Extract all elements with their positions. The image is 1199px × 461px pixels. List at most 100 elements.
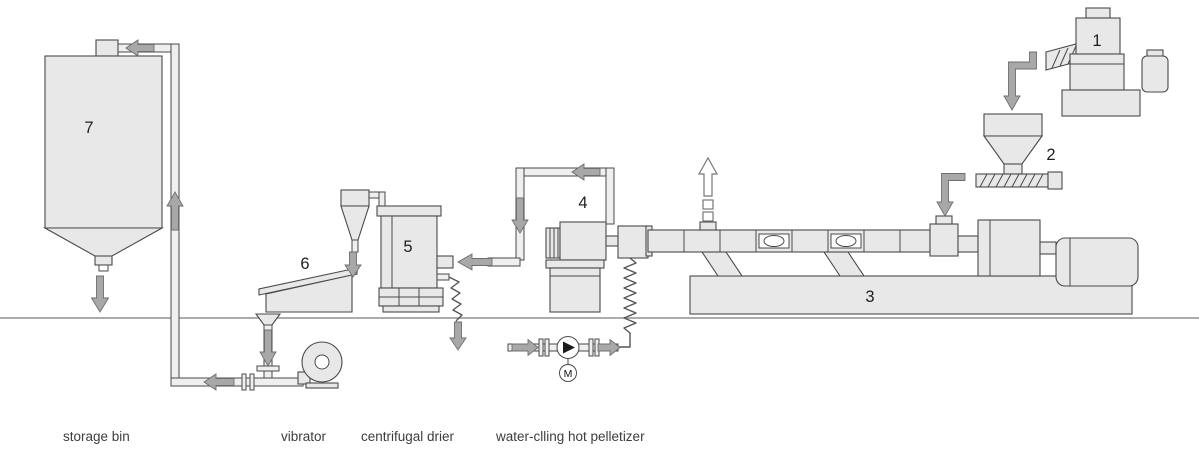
vent-stack-dash — [702, 211, 714, 222]
drop-funnel — [254, 313, 282, 326]
barrel-segments — [683, 230, 901, 252]
pelletizer-shaft — [605, 235, 619, 247]
vent-nub — [699, 221, 717, 231]
blower-foot — [305, 382, 339, 389]
hopper-feed-arrow — [1003, 51, 1037, 111]
drier-drain-hose — [448, 276, 463, 322]
pelletizer-stand-top — [545, 259, 605, 269]
number-storage-bin: 7 — [84, 119, 93, 137]
number-extruder: 3 — [865, 288, 874, 306]
caption-centrifugal-drier: centrifugal drier — [361, 429, 455, 444]
mixer-body — [1069, 53, 1125, 91]
mixer — [1045, 7, 1169, 117]
drier-foot — [382, 305, 440, 313]
vent-up-arrow — [697, 156, 719, 197]
vibrator-drop-arrow — [259, 329, 277, 367]
screw-feeder — [975, 171, 1063, 190]
flow-arrows — [90, 39, 1037, 391]
pelletizer — [545, 221, 649, 313]
caption-vibrator: vibrator — [281, 429, 327, 444]
feed-section — [929, 223, 959, 257]
drive-motor — [1055, 237, 1139, 287]
duct-drop — [378, 191, 386, 208]
cyclone-duct — [368, 191, 386, 208]
conveying-arrow-left-top — [125, 39, 155, 57]
cyclone-discharge-arrow — [344, 251, 362, 278]
number-vibrator: 6 — [300, 255, 309, 273]
blower — [297, 341, 343, 389]
pump-impeller-icon — [563, 341, 575, 354]
feed-port — [935, 215, 953, 225]
blower-hub — [314, 354, 330, 370]
vent-stack-dash — [702, 199, 714, 210]
pump-flange — [544, 338, 550, 357]
number-drier: 5 — [403, 238, 412, 256]
pelletizer-fin-lines — [549, 228, 559, 258]
screw-hatch — [979, 173, 1044, 188]
slurry-arrow-down — [511, 197, 529, 234]
pipe-flange — [241, 373, 247, 391]
coupling — [1039, 241, 1057, 255]
slurry-lower-run — [487, 257, 521, 267]
caption-storage-bin: storage bin — [63, 429, 130, 444]
extruder-feed-arrow — [936, 173, 966, 217]
pump-inlet-arrow — [511, 338, 539, 357]
hopper-neck — [1003, 163, 1023, 175]
cyclone-outlet — [351, 239, 359, 253]
component-numbers: 7 6 5 4 3 2 1 — [84, 32, 1101, 306]
bin-outlet-valve — [98, 264, 109, 272]
barrel-support — [822, 251, 866, 277]
cooling-water-pump: M — [507, 336, 619, 382]
gearbox — [977, 219, 1041, 277]
pipe-bottom-run — [170, 377, 304, 387]
drier-drain-arrow — [449, 321, 467, 351]
barrel-support — [700, 251, 744, 277]
silo-discharge-arrow — [90, 275, 110, 313]
pump-flange — [538, 338, 544, 357]
drier-inlet-stub — [436, 255, 454, 269]
vent-port — [835, 235, 857, 247]
drier-body — [380, 215, 438, 289]
mixer-head — [1075, 17, 1121, 55]
number-mixer: 1 — [1092, 32, 1101, 50]
cyclone-top — [340, 189, 370, 207]
drier-drain-stub — [436, 273, 450, 281]
pump-motor-label: M — [564, 368, 573, 380]
feed-hopper — [982, 113, 1044, 175]
pelletizer-water-hose — [618, 257, 637, 348]
caption-pelletizer: water-clling hot pelletizer — [495, 429, 645, 444]
cyclone-separator — [340, 189, 370, 253]
centrifugal-drier — [376, 205, 454, 313]
vent-port — [763, 235, 785, 247]
mixer-base — [1061, 89, 1141, 117]
number-hopper: 2 — [1046, 146, 1055, 164]
slurry-into-drier-arrow — [457, 253, 493, 271]
pelletizer-stand — [549, 267, 601, 313]
pump-outlet-arrow — [597, 338, 621, 357]
canister — [1141, 55, 1169, 93]
captions: storage bin vibrator centrifugal drier w… — [63, 429, 645, 444]
drier-cap — [376, 205, 442, 217]
pump-flange — [588, 338, 594, 357]
pipe-flange — [249, 373, 255, 391]
screw-end-block — [1047, 171, 1063, 190]
spacer-block — [957, 235, 979, 253]
hopper-top — [983, 113, 1043, 137]
mixer-knob — [1085, 7, 1111, 19]
cutter-chamber — [617, 225, 649, 259]
conveying-arrow-up — [166, 191, 184, 231]
conveying-arrow-left-bottom — [203, 373, 235, 391]
bin-inlet — [95, 39, 119, 57]
pump-motor-circle — [559, 364, 577, 382]
drier-base-grid — [379, 288, 443, 306]
vibrator — [258, 267, 358, 313]
extruder — [645, 215, 1139, 315]
bin-outlet — [94, 255, 113, 266]
pelletizer-motor — [559, 221, 607, 261]
number-pelletizer: 4 — [578, 194, 587, 212]
cyclone-cone — [340, 205, 370, 241]
storage-bin — [42, 39, 165, 272]
bin-cone — [42, 227, 165, 257]
